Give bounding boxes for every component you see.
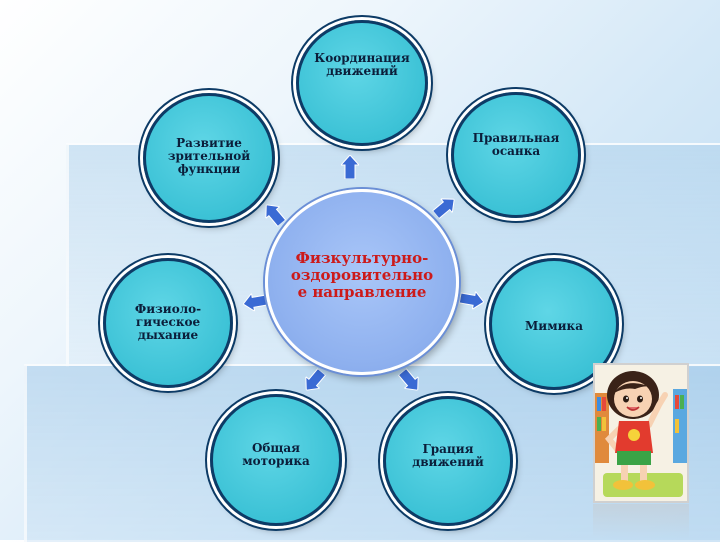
girl-exercising-illustration [593,363,689,503]
center-node-label: Физкультурно- оздоровительно е направлен… [290,248,434,301]
node-osanka-label: Правильная осанка [472,131,560,158]
node-graciya: Грация движений [383,396,513,526]
node-dyhanie-label: Физиоло- гическое дыхание [134,301,202,342]
node-koordinaciya-label: Координация движений [314,51,410,78]
node-zrenie: Развитие зрительной функции [143,93,275,223]
node-zrenie-label: Развитие зрительной функции [167,135,251,176]
arrow-to-dyhanie [242,291,269,313]
node-koordinaciya: Координация движений [296,20,428,146]
node-motorika-label: Общая моторика [242,441,310,468]
arrow-to-zrenie [259,199,288,229]
center-node: Физкультурно- оздоровительно е направлен… [265,189,459,375]
node-graciya-label: Грация движений [412,442,484,469]
node-osanka: Правильная осанка [451,92,581,218]
node-dyhanie: Физиоло- гическое дыхание [103,258,233,388]
illustration-reflection [593,504,689,538]
node-mimika-label: Мимика [525,318,583,333]
node-motorika: Общая моторика [210,394,342,526]
arrow-to-osanka [430,192,460,221]
arrow-to-motorika [299,366,328,396]
arrow-to-koordinaciya [341,155,359,179]
arrow-to-mimika [458,289,486,311]
arrow-to-graciya [395,366,424,396]
